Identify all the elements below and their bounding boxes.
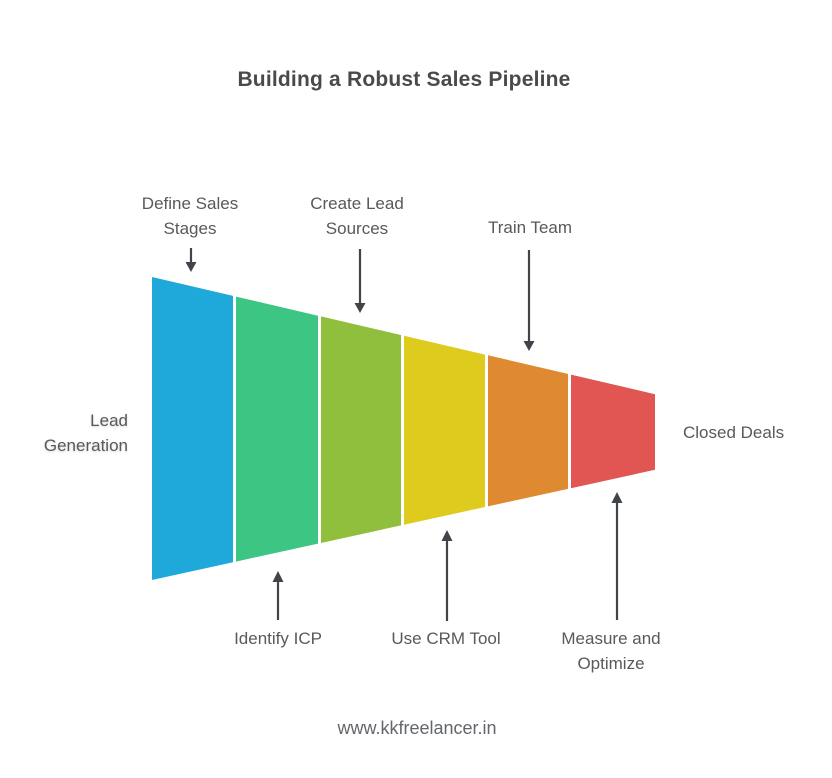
down-arrow-train-team: [523, 250, 535, 351]
step-label-line: Create Lead: [310, 194, 404, 213]
step-label-train-team: Train Team: [488, 215, 572, 240]
funnel-segment-train-team: [488, 355, 568, 507]
funnel-segment-define-sales-stages: [152, 277, 233, 580]
step-label-identify-icp: Identify ICP: [234, 626, 322, 651]
exit-label-text: Closed Deals: [683, 423, 785, 442]
funnel-segment-identify-icp: [236, 296, 318, 562]
down-arrow-create-lead-sources: [354, 249, 366, 313]
funnel-entry-label: Lead Generation: [0, 408, 128, 458]
step-label-line: Train Team: [487, 218, 573, 237]
up-arrow-identify-icp: [272, 571, 284, 620]
entry-label-line1: Lead: [90, 411, 128, 430]
step-label-use-crm-tool: Use CRM Tool: [391, 626, 500, 651]
funnel-segment-create-lead-sources: [321, 316, 401, 543]
up-arrow-measure-and-optimize: [611, 492, 623, 620]
step-label-measure-and-optimize: Measure and Optimize: [561, 626, 660, 676]
page-title: Building a Robust Sales Pipeline: [237, 68, 571, 92]
step-label-line: Sources: [325, 219, 389, 238]
step-label-create-lead-sources: Create Lead Sources: [310, 191, 404, 241]
website-footer: www.kkfreelancer.in: [337, 718, 497, 738]
down-arrow-define-sales-stages: [185, 248, 197, 272]
step-label-line: Use CRM Tool: [391, 629, 501, 648]
funnel-exit-label: Closed Deals: [683, 420, 784, 445]
step-label-line: Optimize: [577, 654, 645, 673]
step-label-line: Define Sales: [141, 194, 239, 213]
funnel-segments: [152, 277, 655, 580]
step-label-line: Stages: [163, 219, 217, 238]
funnel-segment-use-crm-tool: [404, 335, 485, 525]
step-label-line: Identify ICP: [234, 629, 322, 648]
up-arrow-use-crm-tool: [441, 530, 453, 621]
funnel-segment-measure-and-optimize: [571, 374, 655, 489]
step-label-line: Measure and: [561, 629, 661, 648]
entry-label-line2: Generation: [43, 436, 128, 455]
step-label-define-sales-stages: Define Sales Stages: [142, 191, 238, 241]
